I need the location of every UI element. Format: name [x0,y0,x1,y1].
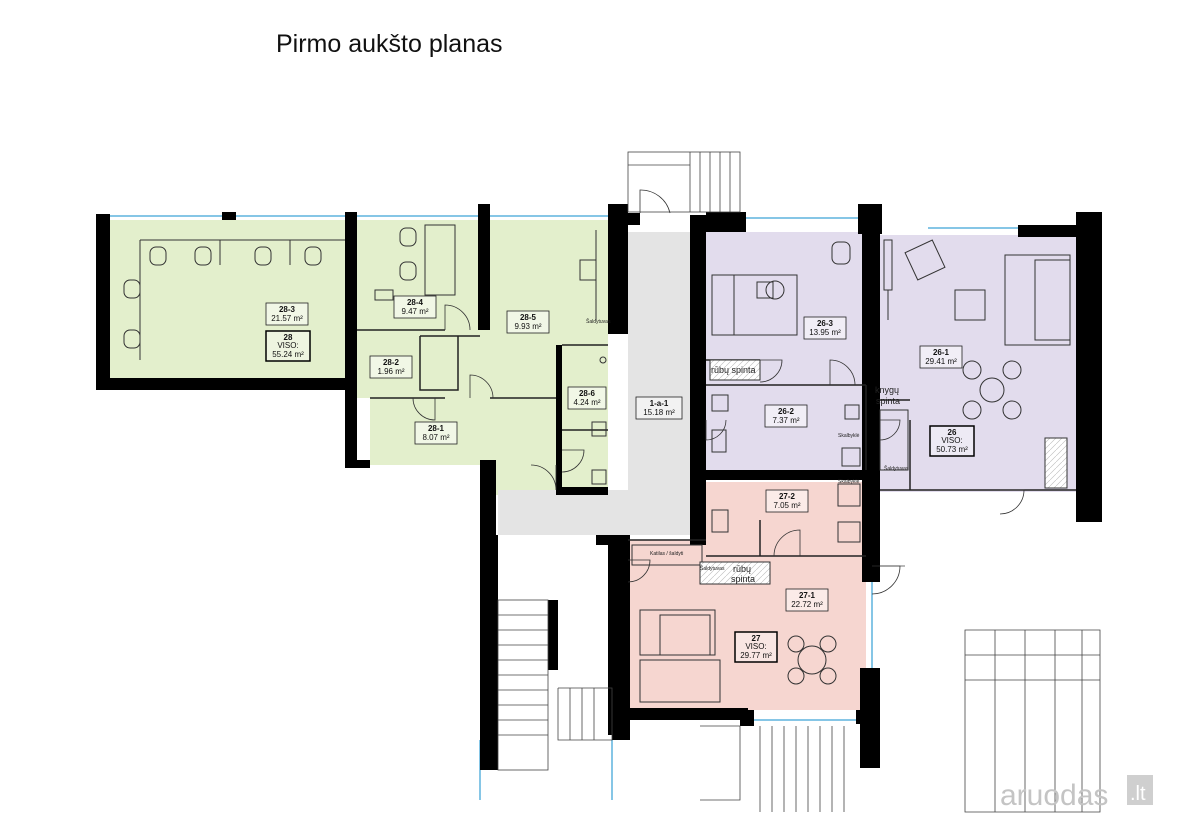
furniture-unit-26 [709,239,1071,489]
room-28-6-code: 28-6 [579,389,596,398]
annotation-saldytuvas-28: Šaldytuvas [586,318,611,325]
room-28-4-area: 9.47 m² [401,307,428,316]
total-26-label: VISO: [941,436,962,445]
room-1-a-1-code: 1-a-1 [650,399,669,408]
annotation-katilas: Katilas / šaldyti [650,551,683,557]
annotation-rubu-27: rūbų [733,564,751,574]
annotation-skalbykle-27: Skalbyklė [838,479,860,485]
room-26-1-area: 29.41 m² [925,357,957,366]
total-27-code: 27 [752,634,761,643]
room-28-3-code: 28-3 [279,305,296,314]
room-26-3-area: 13.95 m² [809,328,841,337]
annotation-spinta-26: spinta [876,396,900,406]
room-27-1-code: 27-1 [799,591,816,600]
room-28-2-code: 28-2 [383,358,400,367]
total-28-area: 55.24 m² [272,350,304,359]
annotation-knygu: knygų [875,385,899,395]
room-28-4-code: 28-4 [407,298,424,307]
room-28-1-area: 8.07 m² [422,433,449,442]
room-26-2-code: 26-2 [778,407,795,416]
room-28-2-area: 1.96 m² [377,367,404,376]
room-28-5-code: 28-5 [520,313,537,322]
total-28-code: 28 [284,333,293,342]
room-27-2-code: 27-2 [779,492,796,501]
annotation-saldytuvas-26: Šaldytuvas [884,465,909,472]
watermark-house-icon [1127,775,1153,805]
door-swings [412,189,1025,595]
total-26-code: 26 [948,428,957,437]
room-26-2-area: 7.37 m² [772,416,799,425]
corridor-fill [498,232,692,535]
room-26-3-code: 26-3 [817,319,834,328]
watermark-text: aruodas [1000,779,1108,812]
furniture-unit-28 [123,224,607,485]
room-26-1-code: 26-1 [933,348,950,357]
total-26-area: 50.73 m² [936,445,968,454]
walls [96,204,1102,770]
room-28-1-code: 28-1 [428,424,445,433]
room-28-5-area: 9.93 m² [514,322,541,331]
room-28-6-area: 4.24 m² [573,398,600,407]
annotations: rūbų spinta knygų spinta rūbų spinta Šal… [586,318,909,584]
room-28-3-area: 21.57 m² [271,314,303,323]
room-label-boxes [265,295,963,612]
annotation-spinta-27: spinta [731,574,755,584]
annotation-skalbykle-26: Skalbyklė [838,433,860,439]
unit-26-fill [706,232,1076,492]
page-title: Pirmo aukšto planas [276,30,503,58]
unit-28-fill [110,220,608,495]
watermark: aruodas .lt [1000,775,1153,812]
room-labels: 28-3 21.57 m² 28-4 9.47 m² 28-5 9.93 m² … [271,298,957,609]
room-1-a-1-area: 15.18 m² [643,408,675,417]
total-27-area: 29.77 m² [740,651,772,660]
total-label-boxes [265,330,975,663]
annotation-saldytuvas-27: Šaldytuvas [700,565,725,572]
room-27-1-area: 22.72 m² [791,600,823,609]
interior-walls [357,329,1076,557]
furniture-unit-27 [631,483,861,703]
exterior-stairs [497,151,1101,813]
watermark-suffix: .lt [1130,783,1146,805]
total-28-label: VISO: [277,341,298,350]
total-27-label: VISO: [745,642,766,651]
unit-27-fill [628,482,866,710]
room-27-2-area: 7.05 m² [773,501,800,510]
annotation-rubu-spinta-26: rūbų spinta [711,365,756,375]
unit-totals: 28 VISO: 55.24 m² 26 VISO: 50.73 m² 27 V… [272,333,968,660]
